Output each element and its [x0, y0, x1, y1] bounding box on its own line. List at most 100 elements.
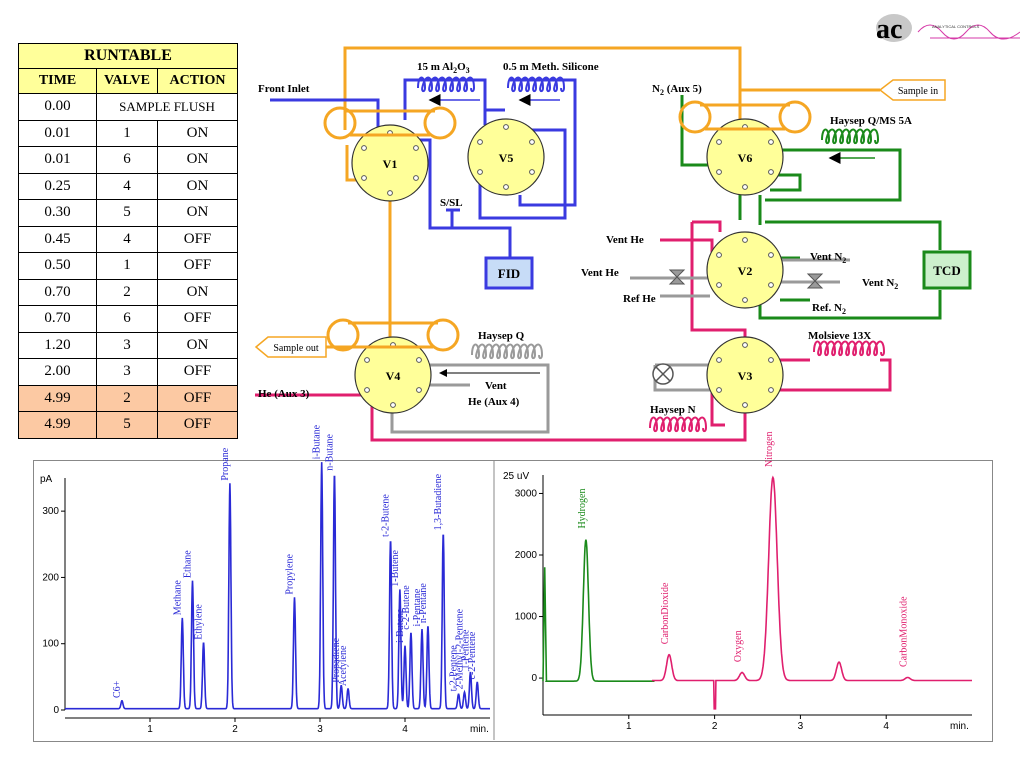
- runtable-cell-action: ON: [156, 331, 239, 359]
- valve-port: [716, 387, 722, 393]
- hydrogen-trace: [542, 539, 655, 682]
- valve-port: [742, 342, 748, 348]
- ref-he-label: Ref He: [623, 293, 656, 305]
- valve-port: [361, 175, 367, 181]
- peak-label: 2-Methyl-2-Pentene: [455, 608, 466, 689]
- needle-valve-left-icon: [668, 269, 686, 285]
- valve-port: [742, 184, 748, 190]
- valve-port: [768, 357, 774, 363]
- meth-silicone-column-label: 0.5 m Meth. Silicone: [503, 61, 599, 73]
- runtable-cell-time: 0.01: [18, 119, 97, 147]
- peak-label: Nitrogen: [764, 431, 775, 467]
- runtable-cell-time: 0.50: [18, 252, 97, 280]
- company-logo: ac ANALYTICAL CONTROLS: [870, 8, 1021, 46]
- runtable-header-valve: VALVE: [96, 68, 158, 94]
- valve-label: V1: [383, 157, 398, 171]
- y-axis-label: 25 uV: [503, 471, 529, 482]
- peak-label: t-2-Pentene: [449, 645, 460, 692]
- peak-label: Oxygen: [733, 630, 744, 662]
- valve-port: [503, 124, 509, 130]
- peak-label: Acetylene: [338, 645, 349, 686]
- haysep-qms5a-label: Haysep Q/MS 5A: [830, 115, 912, 127]
- runtable-cell-note: SAMPLE FLUSH: [95, 93, 239, 121]
- valve-port: [768, 282, 774, 288]
- blue-fid-lines: [270, 78, 577, 260]
- x-tick-label: 2: [232, 724, 238, 735]
- y-tick-label: 200: [42, 572, 59, 583]
- runtable-cell-valve: 4: [96, 172, 158, 200]
- x-tick-label: 3: [317, 724, 323, 735]
- valve-port: [364, 387, 370, 393]
- valve-port: [716, 252, 722, 258]
- peak-label: 1-Pentene: [460, 629, 471, 670]
- valve-label: V5: [499, 151, 514, 165]
- runtable-cell-time: 0.70: [18, 278, 97, 306]
- runtable-cell-action: ON: [156, 146, 239, 174]
- peak-label: i-Pentane: [412, 588, 423, 626]
- valve-port: [413, 175, 419, 181]
- fid-trace: [65, 462, 490, 710]
- valve-v2: V2: [706, 231, 784, 309]
- fid-label: FID: [498, 266, 520, 281]
- valve-port: [413, 145, 419, 151]
- column-molsieve: [813, 340, 886, 357]
- runtable-cell-valve: 5: [96, 411, 158, 439]
- valve-label: V6: [738, 151, 753, 165]
- runtable-cell-action: OFF: [156, 305, 239, 333]
- valve-port: [364, 357, 370, 363]
- valve-port: [361, 145, 367, 151]
- runtable-cell-valve: 5: [96, 199, 158, 227]
- peak-label: Ethane: [183, 550, 194, 578]
- peak-label: n-Pentane: [418, 583, 429, 624]
- valve-port: [390, 402, 396, 408]
- valve-port: [477, 169, 483, 175]
- valve-label: V4: [386, 369, 401, 383]
- peak-label: i-Butane: [312, 424, 323, 459]
- x-tick-label: 4: [402, 724, 408, 735]
- peak-label: Methane: [172, 580, 183, 616]
- peak-label: Propylene: [285, 554, 296, 595]
- column-meth-silicone: [507, 76, 566, 93]
- x-tick-label: 1: [147, 724, 153, 735]
- valve-port: [768, 252, 774, 258]
- valve-actuator-arm: [326, 318, 460, 352]
- x-tick-label: 2: [712, 721, 718, 732]
- runtable-header-action: ACTION: [156, 68, 239, 94]
- logo-subtitle: ANALYTICAL CONTROLS: [932, 24, 980, 29]
- he-aux4-label: He (Aux 4): [468, 396, 520, 408]
- runtable-cell-valve: 2: [96, 278, 158, 306]
- valve-port: [768, 169, 774, 175]
- runtable-cell-valve: 3: [96, 358, 158, 386]
- he-aux3-label: He (Aux 3): [258, 388, 310, 400]
- runtable-cell-valve: 6: [96, 305, 158, 333]
- runtable-cell-time: 2.00: [18, 358, 97, 386]
- valve-port: [529, 139, 535, 145]
- n2-aux5-label: N2 (Aux 5): [652, 83, 702, 97]
- y-tick-label: 0: [53, 705, 59, 716]
- valve-label: V3: [738, 369, 753, 383]
- valve-port: [716, 282, 722, 288]
- y-tick-label: 0: [531, 673, 537, 684]
- x-tick-label: 3: [798, 721, 804, 732]
- peak-label: Ethylene: [194, 604, 205, 640]
- haysep-n-label: Haysep N: [650, 404, 696, 416]
- runtable-title: RUNTABLE: [17, 43, 239, 69]
- peak-label: Propadiene: [331, 637, 342, 683]
- valve-label: V2: [738, 264, 753, 278]
- s-sl-label: S/SL: [440, 197, 463, 209]
- vent-n2-label-2: Vent N2: [862, 277, 898, 291]
- runtable-cell-action: OFF: [156, 252, 239, 280]
- runtable-cell-action: OFF: [156, 358, 239, 386]
- vent-he-label-2: Vent He: [581, 267, 619, 279]
- runtable-cell-action: OFF: [156, 225, 239, 253]
- peak-label: t-2-Butene: [381, 494, 392, 537]
- runtable-cell-action: OFF: [156, 384, 239, 412]
- valve-v5: V5: [467, 118, 545, 196]
- peak-label: 1-Butene: [390, 549, 401, 586]
- peak-label: c-2-Pentene: [467, 631, 478, 679]
- valve-v6: V6: [678, 100, 812, 196]
